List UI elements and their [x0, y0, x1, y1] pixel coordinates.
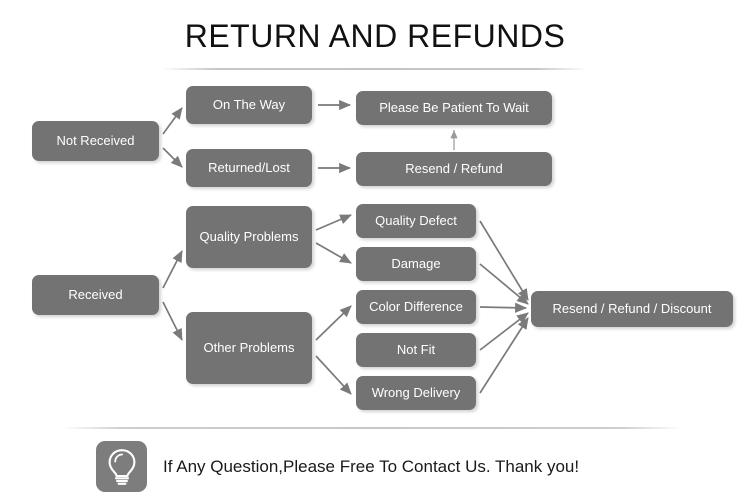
footer-divider [62, 427, 682, 429]
flow-node-label: Not Fit [396, 341, 436, 357]
flow-node-label: Color Difference [369, 298, 463, 314]
flow-node-label: Other Problems [203, 339, 295, 355]
flow-node-label: Damage [391, 255, 441, 271]
footer-contact-note: If Any Question,Please Free To Contact U… [96, 441, 579, 492]
flow-node-wrong-delivery[interactable]: Wrong Delivery [356, 376, 476, 410]
flow-node-not-received[interactable]: Not Received [32, 121, 159, 161]
footer-text: If Any Question,Please Free To Contact U… [163, 456, 580, 476]
flow-node-label: Wrong Delivery [371, 384, 461, 400]
flow-node-label: Please Be Patient To Wait [379, 99, 529, 115]
flow-node-resend-refund[interactable]: Resend / Refund [356, 152, 552, 186]
flow-node-resend-refund-discount[interactable]: Resend / Refund / Discount [531, 291, 733, 327]
flow-node-label: Resend / Refund / Discount [552, 300, 712, 316]
page-title: RETURN AND REFUNDS [184, 18, 566, 54]
flow-node-not-fit[interactable]: Not Fit [356, 333, 476, 367]
flow-node-label: Returned/Lost [208, 159, 290, 175]
title-divider [162, 68, 588, 70]
flow-node-damage[interactable]: Damage [356, 247, 476, 281]
flow-node-on-the-way[interactable]: On The Way [186, 86, 312, 124]
flow-node-label: Quality Problems [199, 228, 299, 244]
flow-node-label: Not Received [56, 132, 135, 148]
flow-node-color-difference[interactable]: Color Difference [356, 290, 476, 324]
flow-node-quality-problems[interactable]: Quality Problems [186, 206, 312, 268]
flow-node-quality-defect[interactable]: Quality Defect [356, 204, 476, 238]
flow-node-received[interactable]: Received [32, 275, 159, 315]
flow-node-label: Received [68, 286, 123, 302]
flow-node-label: On The Way [212, 96, 286, 112]
flow-node-returned-lost[interactable]: Returned/Lost [186, 149, 312, 187]
flow-node-other-problems[interactable]: Other Problems [186, 312, 312, 384]
lightbulb-icon [96, 441, 147, 492]
flow-node-label: Quality Defect [375, 212, 457, 228]
flow-node-label: Resend / Refund [405, 160, 503, 176]
flow-node-please-be-patient-to-wait[interactable]: Please Be Patient To Wait [356, 91, 552, 125]
